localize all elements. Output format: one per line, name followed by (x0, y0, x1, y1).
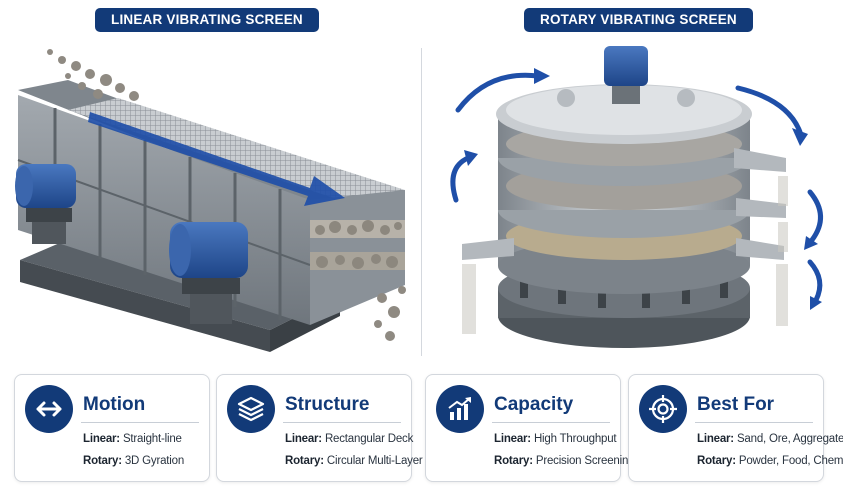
double-arrow-icon (25, 385, 73, 433)
structure-title: Structure (285, 394, 370, 415)
motion-rotary-line: Rotary: 3D Gyration (83, 455, 185, 467)
section-divider (421, 48, 422, 356)
target-icon (639, 385, 687, 433)
card-divider (283, 422, 401, 423)
card-divider (695, 422, 813, 423)
best-for-linear-line: Linear: Sand, Ore, Aggregate (697, 433, 843, 445)
bar-chart-growth-icon (436, 385, 484, 433)
linear-screen-header: LINEAR VIBRATING SCREEN (95, 8, 319, 32)
best-for-card: Best For Linear: Sand, Ore, Aggregate Ro… (628, 374, 843, 482)
structure-card: Structure Linear: Rectangular Deck Rotar… (216, 374, 423, 482)
structure-rotary-line: Rotary: Circular Multi-Layer (285, 455, 423, 467)
capacity-linear-line: Linear: High Throughput (494, 433, 617, 445)
capacity-card: Capacity Linear: High Throughput Rotary:… (425, 374, 635, 482)
best-for-title: Best For (697, 394, 775, 415)
best-for-rotary-line: Rotary: Powder, Food, Chemical (697, 455, 843, 467)
structure-linear-line: Linear: Rectangular Deck (285, 433, 414, 445)
rotary-screen-header: ROTARY VIBRATING SCREEN (524, 8, 753, 32)
layers-icon (227, 385, 275, 433)
motion-linear-line: Linear: Straight-line (83, 433, 182, 445)
capacity-title: Capacity (494, 394, 574, 415)
card-divider (81, 422, 199, 423)
capacity-rotary-line: Rotary: Precision Screening (494, 455, 635, 467)
motion-title: Motion (83, 394, 146, 415)
linear-vibrating-screen-illustration (15, 49, 406, 352)
card-divider (492, 422, 610, 423)
motion-card: Motion Linear: Straight-line Rotary: 3D … (14, 374, 210, 482)
rotary-vibrating-screen-illustration (450, 46, 823, 348)
